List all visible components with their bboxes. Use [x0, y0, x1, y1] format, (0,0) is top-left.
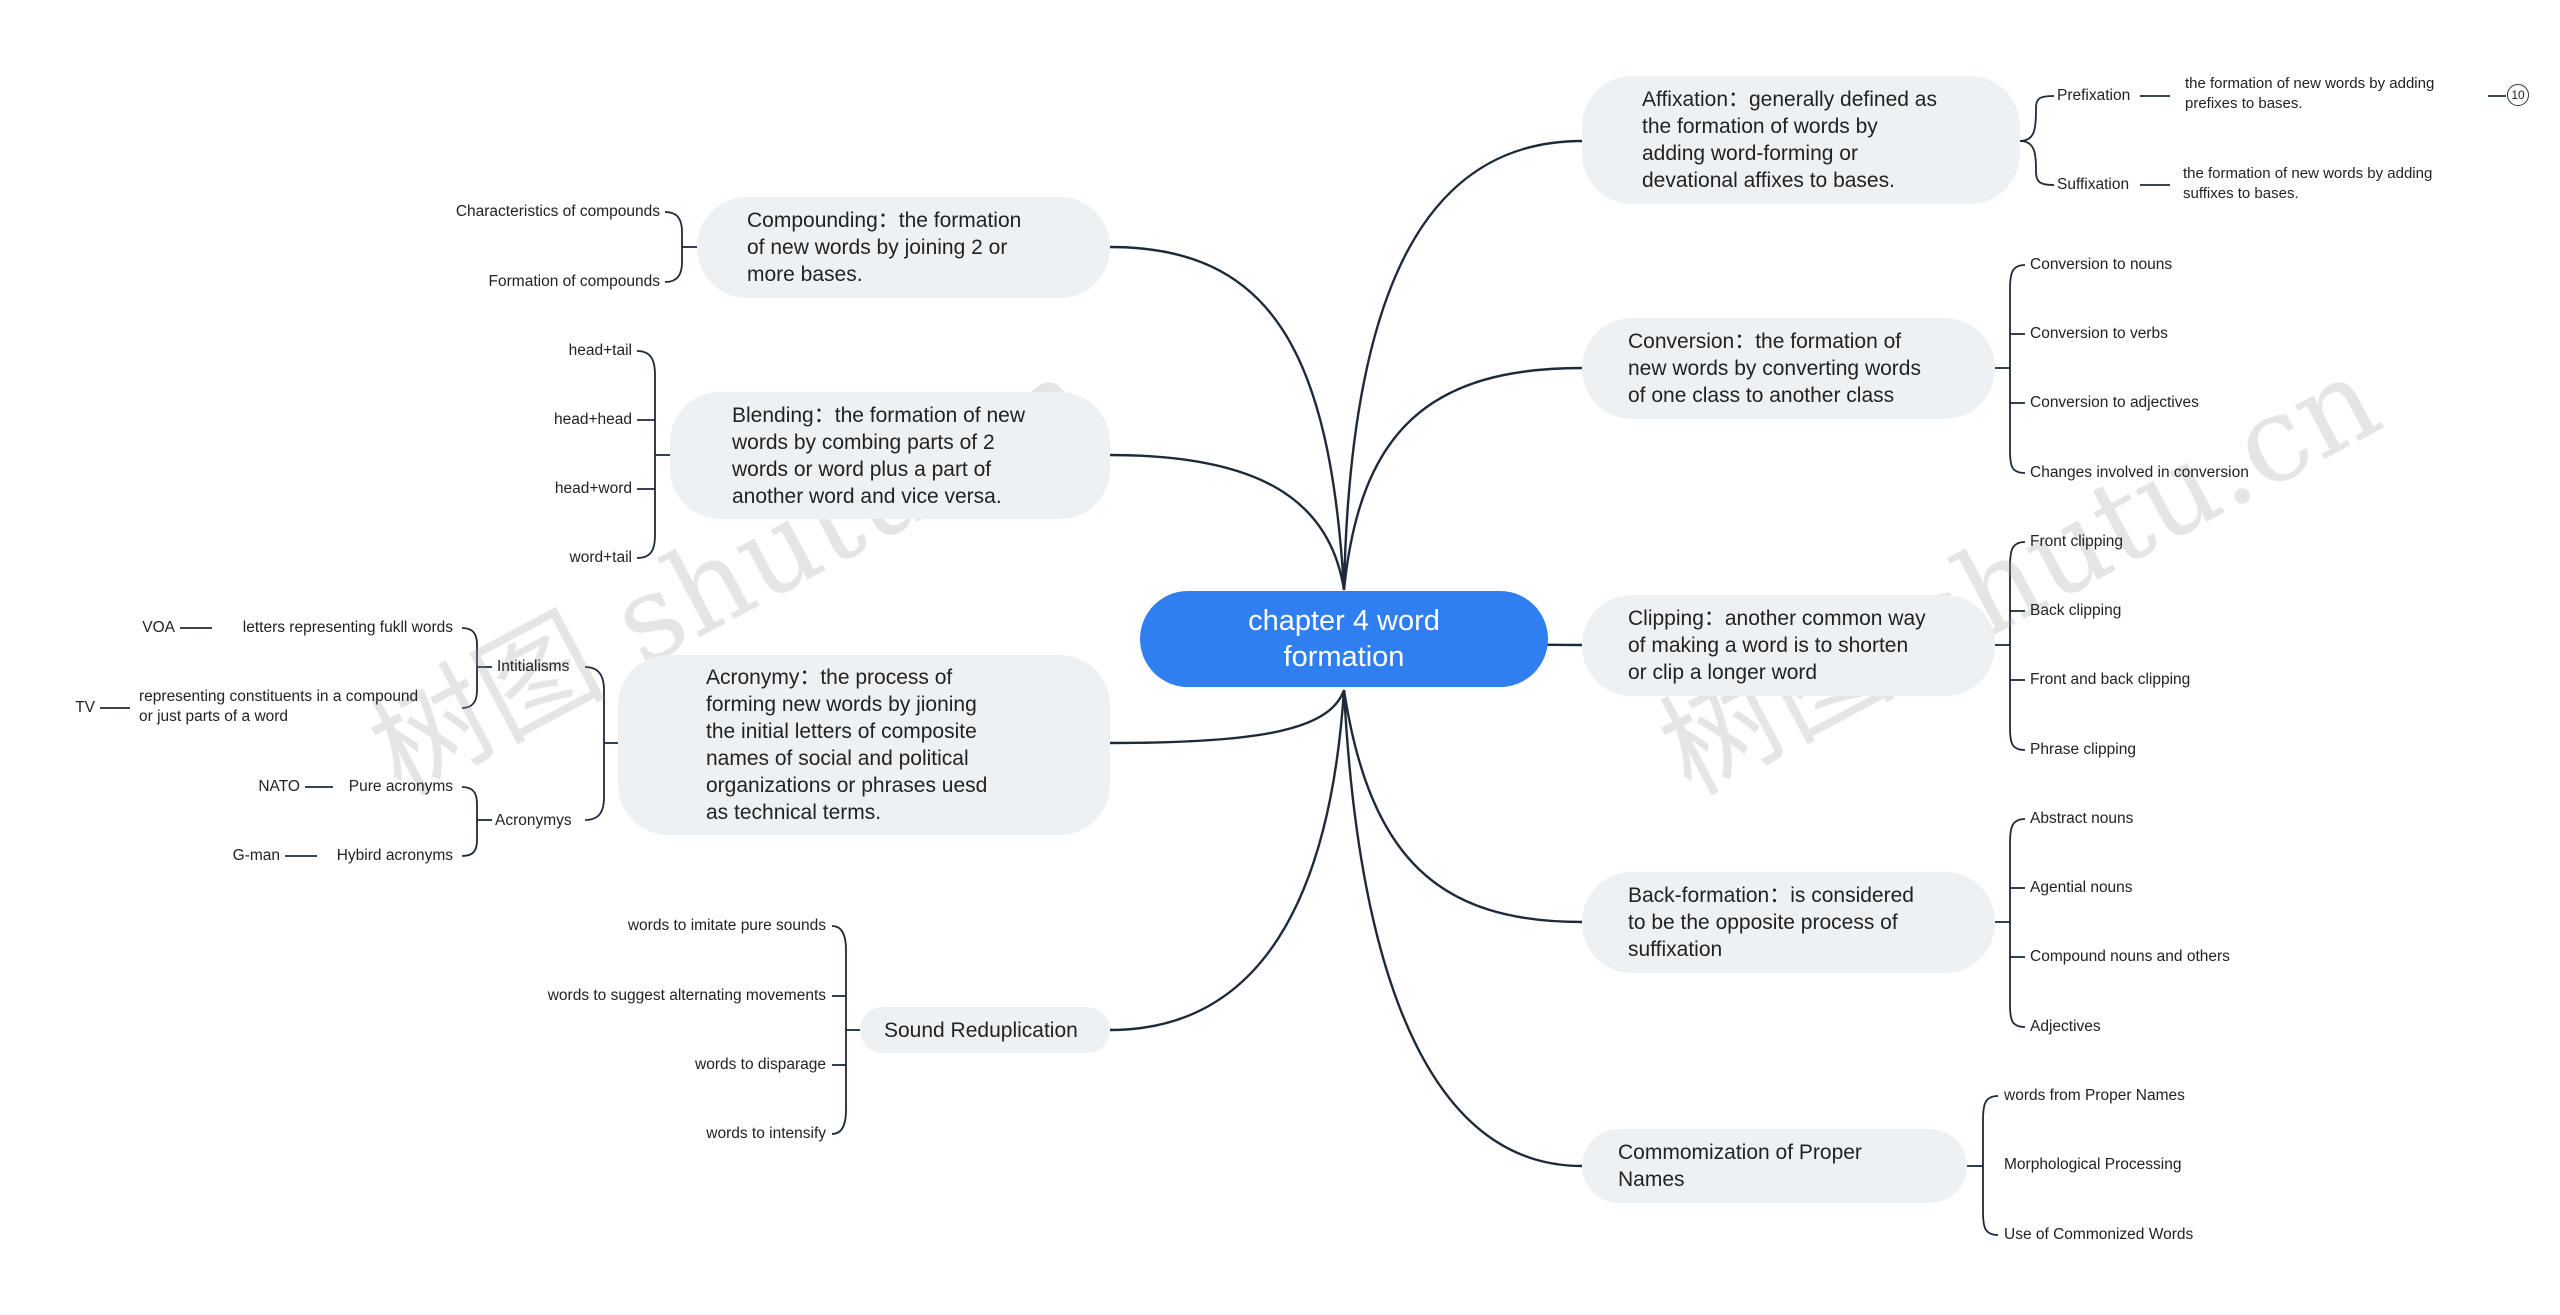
central-topic[interactable]: chapter 4 word formation: [1140, 591, 1548, 687]
leaf-front-and-back-clipping[interactable]: Front and back clipping: [2030, 671, 2191, 688]
example-tv: TV: [75, 699, 95, 716]
leaf-suffixation[interactable]: Suffixation: [2057, 176, 2130, 193]
leaf-morphological-processing[interactable]: Morphological Processing: [2004, 1156, 2182, 1173]
leaf-alternating-movements[interactable]: words to suggest alternating movements: [547, 987, 826, 1004]
topic-acronymy-label: Acronymy：the process of forming new word…: [706, 666, 988, 824]
leaf-representing-constituents[interactable]: representing constituents in a compound …: [139, 688, 419, 725]
topic-clipping[interactable]: Clipping：another common way of making a …: [1582, 595, 1995, 696]
leaf-characteristics-of-compounds[interactable]: Characteristics of compounds: [455, 203, 660, 220]
topic-blending[interactable]: Blending：the formation of new words by c…: [670, 392, 1110, 519]
leaf-abstract-nouns[interactable]: Abstract nouns: [2030, 810, 2134, 827]
leaf-head-head[interactable]: head+head: [553, 411, 632, 428]
leaf-front-clipping[interactable]: Front clipping: [2030, 533, 2124, 550]
topic-commonization-label: Commomization of Proper Names: [1618, 1141, 1862, 1191]
leaf-initialisms[interactable]: Intitialisms: [497, 658, 570, 675]
leaf-changes-in-conversion[interactable]: Changes involved in conversion: [2030, 464, 2249, 481]
leaf-prefixation-desc[interactable]: the formation of new words by adding pre…: [2185, 75, 2435, 112]
example-nato: NATO: [258, 778, 300, 795]
leaf-head-word[interactable]: head+word: [554, 480, 632, 497]
leaf-agential-nouns[interactable]: Agential nouns: [2030, 879, 2133, 896]
leaf-conversion-to-verbs[interactable]: Conversion to verbs: [2030, 325, 2168, 342]
topic-conversion-label: Conversion：the formation of new words by…: [1628, 330, 1921, 407]
leaf-acronyms[interactable]: Acronymys: [495, 812, 572, 829]
leaf-phrase-clipping[interactable]: Phrase clipping: [2030, 741, 2136, 758]
leaf-word-tail[interactable]: word+tail: [569, 549, 632, 566]
example-g-man: G-man: [232, 847, 280, 864]
leaf-imitate-pure-sounds[interactable]: words to imitate pure sounds: [627, 917, 826, 934]
topic-sound-reduplication[interactable]: Sound Reduplication: [860, 1007, 1110, 1053]
leaf-use-of-commonized-words[interactable]: Use of Commonized Words: [2004, 1226, 2194, 1243]
leaf-adjectives[interactable]: Adjectives: [2030, 1018, 2101, 1035]
topic-commonization[interactable]: Commomization of Proper Names: [1582, 1129, 1967, 1203]
leaf-prefixation[interactable]: Prefixation: [2057, 87, 2131, 104]
leaf-words-from-proper-names[interactable]: words from Proper Names: [2004, 1087, 2185, 1104]
topic-acronymy[interactable]: Acronymy：the process of forming new word…: [618, 655, 1110, 835]
leaf-hybrid-acronyms[interactable]: Hybird acronyms: [336, 847, 453, 864]
leaf-compound-nouns-and-others[interactable]: Compound nouns and others: [2030, 948, 2230, 965]
topic-compounding-label: Compounding：the formation of new words b…: [747, 209, 1022, 286]
leaf-suffixation-desc[interactable]: the formation of new words by adding suf…: [2183, 165, 2433, 202]
leaf-pure-acronyms[interactable]: Pure acronyms: [348, 778, 453, 795]
topic-clipping-label: Clipping：another common way of making a …: [1628, 607, 1926, 684]
topic-blending-label: Blending：the formation of new words by c…: [732, 403, 1026, 508]
topic-back-formation[interactable]: Back-formation：is considered to be the o…: [1582, 872, 1995, 973]
central-topic-label: chapter 4 word formation: [1248, 605, 1440, 673]
topic-conversion[interactable]: Conversion：the formation of new words by…: [1582, 318, 1995, 419]
leaf-head-tail[interactable]: head+tail: [568, 342, 632, 359]
topic-compounding[interactable]: Compounding：the formation of new words b…: [697, 197, 1110, 298]
leaf-to-disparage[interactable]: words to disparage: [695, 1056, 826, 1073]
topic-affixation-label: Affixation：generally defined as the form…: [1642, 88, 1937, 192]
example-voa: VOA: [142, 619, 175, 636]
leaf-conversion-to-adjectives[interactable]: Conversion to adjectives: [2030, 394, 2199, 411]
leaf-formation-of-compounds[interactable]: Formation of compounds: [488, 273, 660, 290]
leaf-to-intensify[interactable]: words to intensify: [706, 1125, 826, 1142]
topic-sound-reduplication-label: Sound Reduplication: [884, 1018, 1078, 1042]
leaf-conversion-to-nouns[interactable]: Conversion to nouns: [2030, 256, 2173, 273]
topic-affixation[interactable]: Affixation：generally defined as the form…: [1582, 76, 2020, 204]
leaf-letters-representing-full-words[interactable]: letters representing fukll words: [242, 619, 453, 636]
collapsed-count-badge[interactable]: 10: [2507, 84, 2529, 106]
topic-back-formation-label: Back-formation：is considered to be the o…: [1628, 884, 1914, 961]
leaf-back-clipping[interactable]: Back clipping: [2030, 602, 2122, 619]
